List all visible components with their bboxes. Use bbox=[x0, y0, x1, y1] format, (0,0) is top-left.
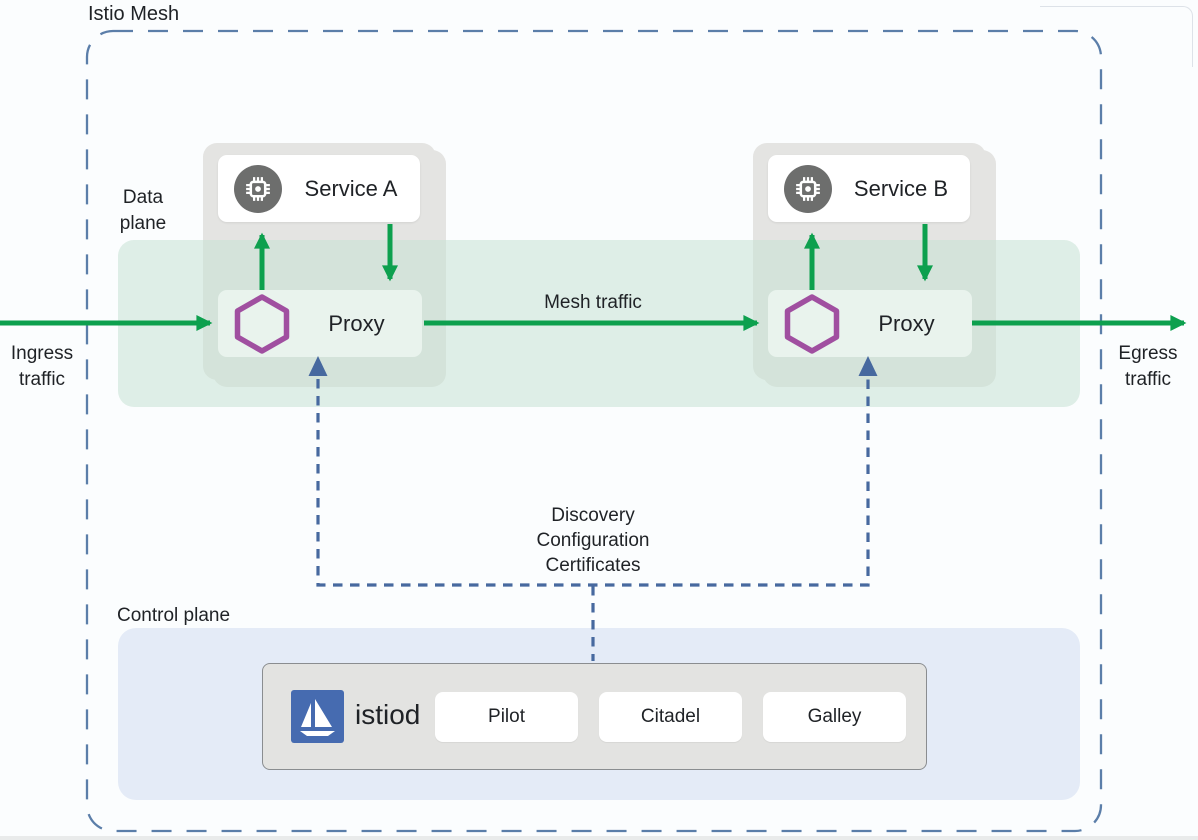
proxy-b-box: Proxy bbox=[768, 290, 972, 357]
galley-box: Galley bbox=[763, 692, 906, 742]
galley-label: Galley bbox=[807, 706, 862, 727]
proxy-a-label: Proxy bbox=[328, 310, 385, 336]
istiod-label: istiod bbox=[355, 699, 421, 730]
citadel-box: Citadel bbox=[599, 692, 742, 742]
citadel-label: Citadel bbox=[640, 706, 701, 727]
chip-icon bbox=[784, 164, 832, 213]
page-corner-border bbox=[1040, 6, 1193, 67]
service-a-label: Service A bbox=[304, 175, 398, 201]
egress-traffic-label: Egress traffic bbox=[1118, 343, 1178, 390]
hexagon-icon bbox=[233, 293, 291, 355]
config-flow-label: Discovery Configuration Certificates bbox=[536, 505, 650, 576]
istio-mesh-title: Istio Mesh bbox=[88, 3, 180, 25]
service-b-box: Service B bbox=[768, 155, 970, 222]
istio-sail-icon bbox=[291, 690, 344, 743]
service-a-box: Service A bbox=[218, 155, 420, 222]
pilot-box: Pilot bbox=[435, 692, 578, 742]
data-plane-label: Data plane bbox=[119, 187, 167, 234]
service-b-label: Service B bbox=[853, 175, 949, 201]
proxy-b-label: Proxy bbox=[878, 310, 935, 336]
istiod-box: istiod Pilot Citadel Galley bbox=[262, 663, 927, 770]
mesh-traffic-label: Mesh traffic bbox=[544, 292, 642, 313]
chip-icon bbox=[234, 164, 282, 213]
page-bottom-edge bbox=[0, 836, 1198, 840]
hexagon-icon bbox=[783, 293, 841, 355]
ingress-traffic-label: Ingress traffic bbox=[10, 343, 74, 390]
pilot-label: Pilot bbox=[488, 706, 525, 727]
control-plane-label: Control plane bbox=[117, 605, 231, 626]
proxy-a-box: Proxy bbox=[218, 290, 422, 357]
